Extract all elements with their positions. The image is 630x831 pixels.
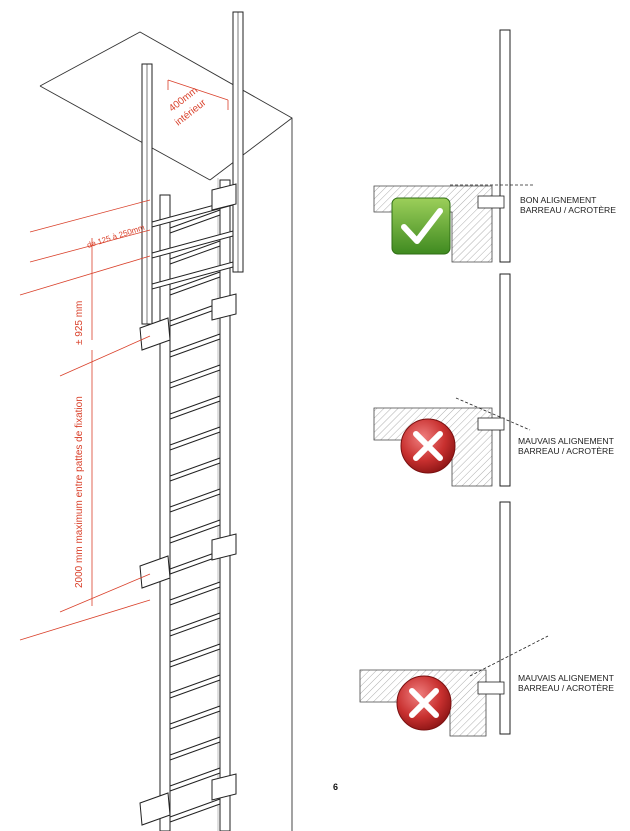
detail-2-line2: BARREAU / ACROTÈRE — [518, 446, 614, 456]
dim-max-spacing-label: 2000 mm maximum entre pattes de fixation — [74, 396, 85, 588]
wall-block — [39, 31, 293, 831]
ladder-rung — [169, 705, 221, 730]
detail-1-line2: BARREAU / ACROTÈRE — [520, 205, 616, 215]
ladder-rung — [169, 798, 221, 823]
detail-3-line2: BARREAU / ACROTÈRE — [518, 683, 614, 693]
dimension-lines — [19, 79, 229, 641]
ladder-rung — [169, 457, 221, 482]
cross-icon — [396, 675, 452, 731]
dim-offset-label: de 125 à 250mm — [86, 223, 146, 250]
detail-bad-alignment-1: MAUVAIS ALIGNEMENT BARREAU / ACROTÈRE — [373, 273, 615, 487]
ladder-rungs — [151, 199, 234, 823]
ladder-stiles — [141, 11, 244, 831]
ladder-rung — [169, 581, 221, 606]
ladder-rung — [169, 364, 221, 389]
ladder-rung — [169, 426, 221, 451]
ladder-rung — [169, 240, 221, 265]
detail-1-line1: BON ALIGNEMENT — [520, 195, 597, 205]
ladder-rung — [151, 261, 234, 290]
detail-2-line1: MAUVAIS ALIGNEMENT — [518, 436, 615, 446]
ladder-rung — [169, 767, 221, 792]
detail-bad-alignment-2: MAUVAIS ALIGNEMENT BARREAU / ACROTÈRE — [359, 501, 615, 737]
detail-good-alignment: BON ALIGNEMENT BARREAU / ACROTÈRE — [373, 29, 616, 263]
ladder-rung — [169, 488, 221, 513]
cross-icon — [400, 418, 456, 474]
ladder-rung — [169, 736, 221, 761]
fixing-brackets — [139, 183, 237, 826]
ladder-rung — [169, 209, 221, 234]
check-icon — [391, 197, 451, 255]
ladder-rung — [169, 395, 221, 420]
dim-pitch-label: ± 925 mm — [74, 301, 85, 345]
ladder-rung — [169, 643, 221, 668]
ladder-rung — [169, 674, 221, 699]
detail-3-line1: MAUVAIS ALIGNEMENT — [518, 673, 615, 683]
ladder-rung — [169, 333, 221, 358]
ladder-rung — [151, 230, 234, 259]
ladder-rung — [169, 271, 221, 296]
ladder-rung — [169, 519, 221, 544]
ladder-rung — [169, 612, 221, 637]
page-number: 6 — [333, 782, 338, 792]
